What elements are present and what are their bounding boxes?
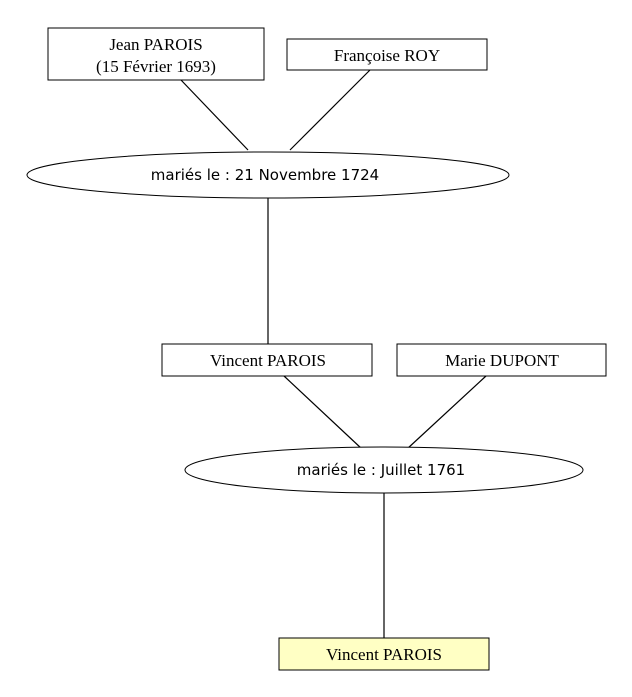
person-francoise-roy[interactable]: Françoise ROY <box>286 38 488 71</box>
person-box <box>47 27 265 81</box>
person-name: Jean PAROIS <box>109 35 202 54</box>
person-marie-dupont[interactable]: Marie DUPONT <box>396 343 607 377</box>
edge-jean-to-marriage-1 <box>180 79 249 151</box>
marriage-label: mariés le : Juillet 1761 <box>297 461 465 479</box>
person-box-highlighted <box>278 637 490 671</box>
marriage-ellipse <box>184 446 584 494</box>
person-jean-parois[interactable]: Jean PAROIS (15 Février 1693) <box>47 27 265 81</box>
person-name: Françoise ROY <box>334 46 440 65</box>
person-vincent-parois-father[interactable]: Vincent PAROIS <box>161 343 373 377</box>
person-vincent-parois-child[interactable]: Vincent PAROIS <box>278 637 490 671</box>
person-birth-date: (15 Février 1693) <box>96 57 216 76</box>
person-name: Vincent PAROIS <box>326 645 442 664</box>
marriage-node-1761[interactable]: mariés le : Juillet 1761 <box>184 446 584 494</box>
edge-marie-to-marriage-2 <box>406 375 487 450</box>
person-name: Vincent PAROIS <box>210 351 326 370</box>
edge-vincent-to-marriage-2 <box>283 375 363 450</box>
person-box <box>286 38 488 71</box>
person-box <box>161 343 373 377</box>
marriage-node-1724[interactable]: mariés le : 21 Novembre 1724 <box>26 151 510 199</box>
person-box <box>396 343 607 377</box>
edge-francoise-to-marriage-1 <box>289 69 371 151</box>
marriage-ellipse <box>26 151 510 199</box>
person-name: Marie DUPONT <box>445 351 559 370</box>
marriage-label: mariés le : 21 Novembre 1724 <box>151 166 379 184</box>
